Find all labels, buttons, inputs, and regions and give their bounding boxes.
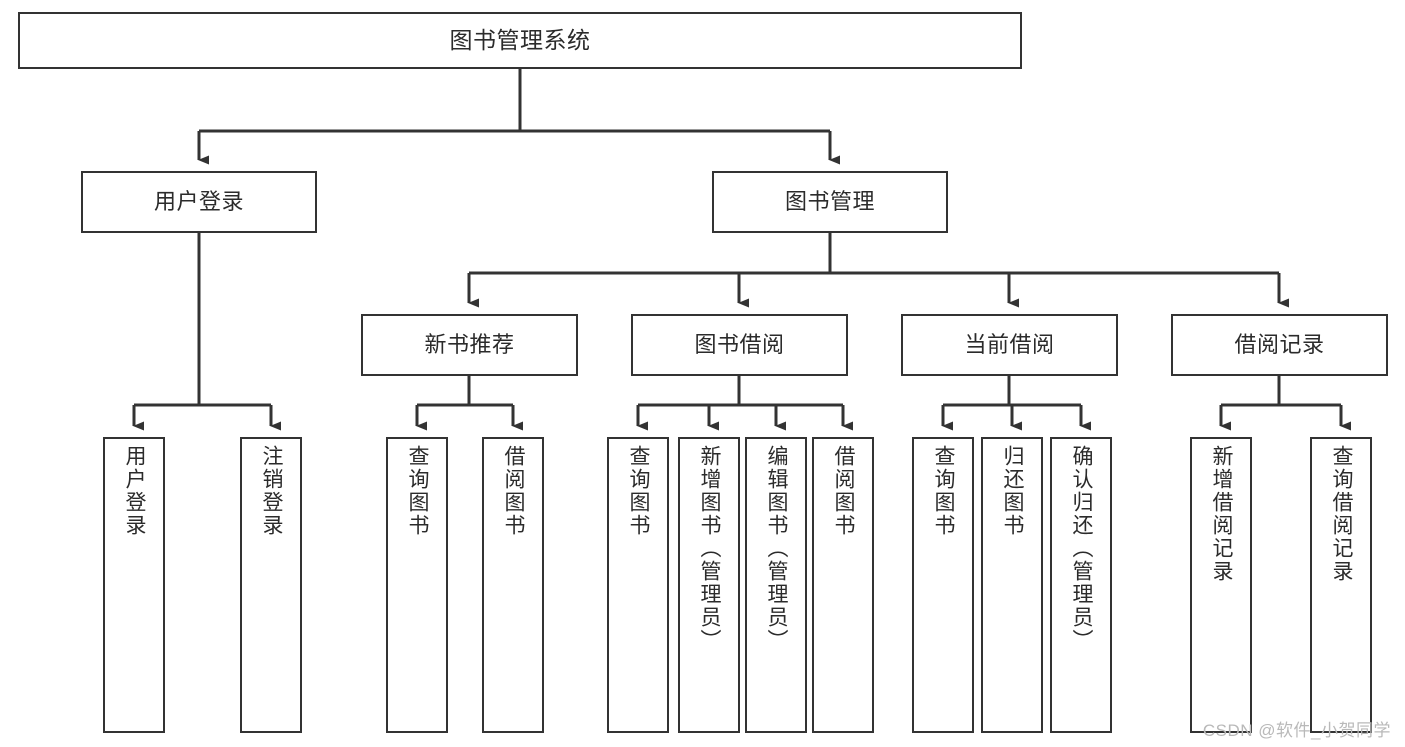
leaf-user-login-login[interactable]: 用户登录 [103,437,165,733]
node-label: 图书管理系统 [449,27,591,54]
node-book-borrow[interactable]: 图书借阅 [631,314,848,376]
node-label: 用户登录 [153,188,244,214]
node-current-borrow[interactable]: 当前借阅 [901,314,1118,376]
node-label: 图书管理 [784,188,875,214]
leaf-borrow-borrow-book[interactable]: 借阅图书 [812,437,874,733]
leaf-current-return-book[interactable]: 归还图书 [981,437,1043,733]
leaf-new-book-query[interactable]: 查询图书 [386,437,448,733]
leaf-record-query-borrow-record[interactable]: 查询借阅记录 [1310,437,1372,733]
node-label: 新增借阅记录 [1210,445,1234,583]
node-root-book-management-system[interactable]: 图书管理系统 [18,12,1022,69]
leaf-new-book-borrow[interactable]: 借阅图书 [482,437,544,733]
leaf-borrow-add-book-admin[interactable]: 新增图书（管理员） [678,437,740,733]
node-label: 确认归还（管理员） [1070,445,1094,652]
node-label: 编辑图书（管理员） [765,445,789,652]
node-new-book-recommend[interactable]: 新书推荐 [361,314,578,376]
node-label: 当前借阅 [964,331,1055,357]
node-label: 新书推荐 [424,331,515,357]
leaf-current-query-book[interactable]: 查询图书 [912,437,974,733]
leaf-current-confirm-return-admin[interactable]: 确认归还（管理员） [1050,437,1112,733]
node-label: 新增图书（管理员） [698,445,722,652]
node-user-login[interactable]: 用户登录 [81,171,317,233]
leaf-borrow-edit-book-admin[interactable]: 编辑图书（管理员） [745,437,807,733]
node-book-management[interactable]: 图书管理 [712,171,948,233]
node-label: 借阅记录 [1234,331,1325,357]
node-label: 归还图书 [1001,445,1025,537]
node-label: 借阅图书 [832,445,856,537]
node-borrow-record[interactable]: 借阅记录 [1171,314,1388,376]
node-label: 借阅图书 [502,445,526,537]
watermark-csdn: CSDN @软件_小贺同学 [1202,721,1391,740]
node-label: 查询图书 [406,445,430,537]
node-label: 查询图书 [932,445,956,537]
node-label: 查询借阅记录 [1330,445,1354,583]
leaf-record-add-borrow-record[interactable]: 新增借阅记录 [1190,437,1252,733]
node-label: 用户登录 [123,445,147,537]
node-label: 注销登录 [260,445,284,537]
leaf-borrow-query-book[interactable]: 查询图书 [607,437,669,733]
leaf-user-login-logout[interactable]: 注销登录 [240,437,302,733]
node-label: 图书借阅 [694,331,785,357]
node-label: 查询图书 [627,445,651,537]
